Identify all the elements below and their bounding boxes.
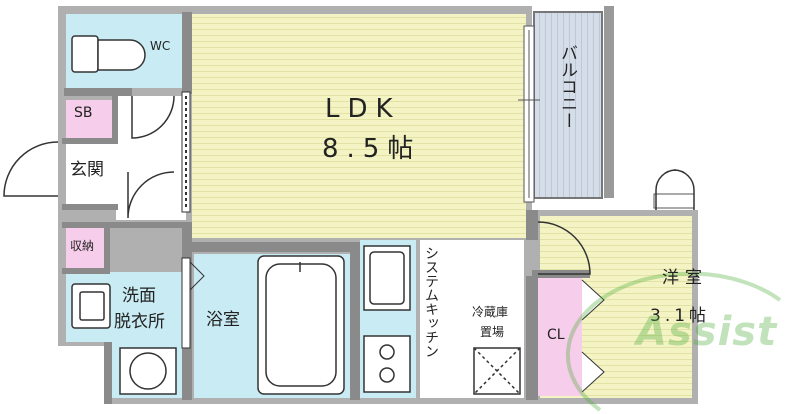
- fridge-label-line1: 冷蔵庫: [472, 305, 509, 319]
- bathtub: [257, 255, 345, 395]
- entrance-floor: [66, 142, 116, 204]
- entrance-label: 玄関: [70, 160, 104, 180]
- ldk-label: LDK: [325, 94, 401, 124]
- sb-label: SB: [74, 105, 93, 121]
- fridge-label-line2: 置場: [480, 325, 505, 339]
- wc-label: WC: [150, 39, 171, 53]
- fridge-space: [473, 347, 521, 395]
- closet-label: CL: [547, 327, 565, 343]
- door-swings: [3, 95, 695, 275]
- western-room-size: 3.1帖: [650, 306, 711, 326]
- storage-floor: [66, 228, 106, 268]
- storage-label: 収納: [70, 239, 95, 253]
- washroom-label-line2: 脱衣所: [114, 312, 165, 332]
- watermark-swoosh: [565, 271, 782, 412]
- balcony-floor: [533, 11, 603, 199]
- balcony-label: バルコニー: [557, 44, 577, 129]
- kitchen-label: システムキッチン: [423, 246, 439, 358]
- toilet: [71, 35, 146, 73]
- ldk-floor: [192, 14, 526, 238]
- hall-floor: [116, 96, 186, 220]
- ldk-size: 8.5帖: [322, 134, 422, 164]
- western-room-label: 洋室: [662, 268, 708, 288]
- fridge-area-floor: [420, 240, 524, 398]
- watermark-logo: Assist: [636, 309, 778, 355]
- sb-floor: [66, 100, 114, 138]
- bathroom-label: 浴室: [206, 310, 240, 330]
- balcony-rail: [604, 6, 614, 198]
- washroom-label-line1: 洗面: [122, 286, 156, 306]
- closet-floor: [538, 278, 582, 396]
